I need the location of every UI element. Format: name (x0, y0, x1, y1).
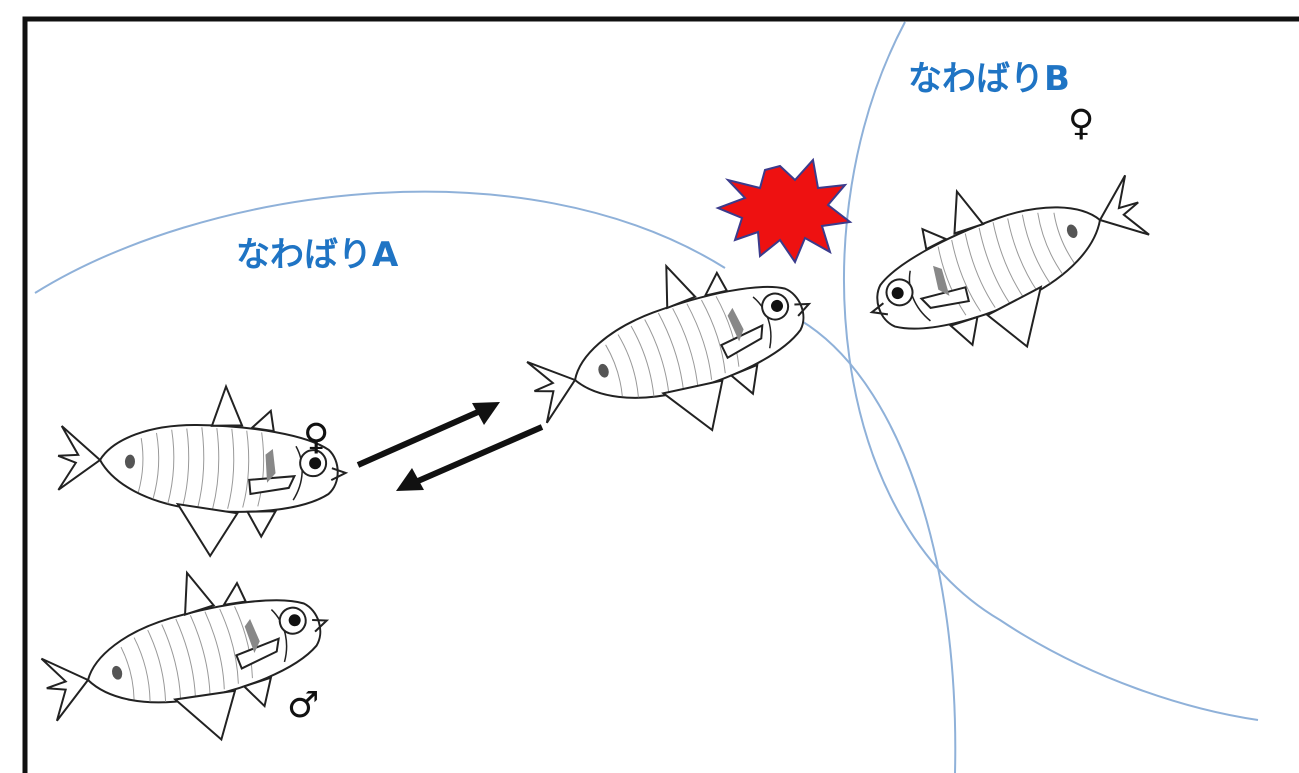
fish-icon (840, 129, 1174, 397)
conflict-burst-icon (715, 157, 853, 265)
male-symbol-icon: ♂ (287, 685, 320, 726)
fish-icon (509, 226, 838, 480)
territory-a-boundary-lower (799, 319, 957, 773)
territory-a-label: なわばりA (236, 235, 399, 275)
territory-b-label: なわばりB (908, 59, 1070, 99)
female-symbol-icon: ♀ (303, 417, 330, 458)
territory-a-boundary (34, 190, 726, 294)
female-symbol-icon: ♀ (1068, 103, 1095, 144)
diagram-frame (22, 16, 1299, 773)
fish-icon (26, 541, 350, 773)
fish-icon (52, 376, 351, 564)
territory-b-boundary (843, 21, 1259, 721)
double-arrow-icon (356, 402, 544, 491)
